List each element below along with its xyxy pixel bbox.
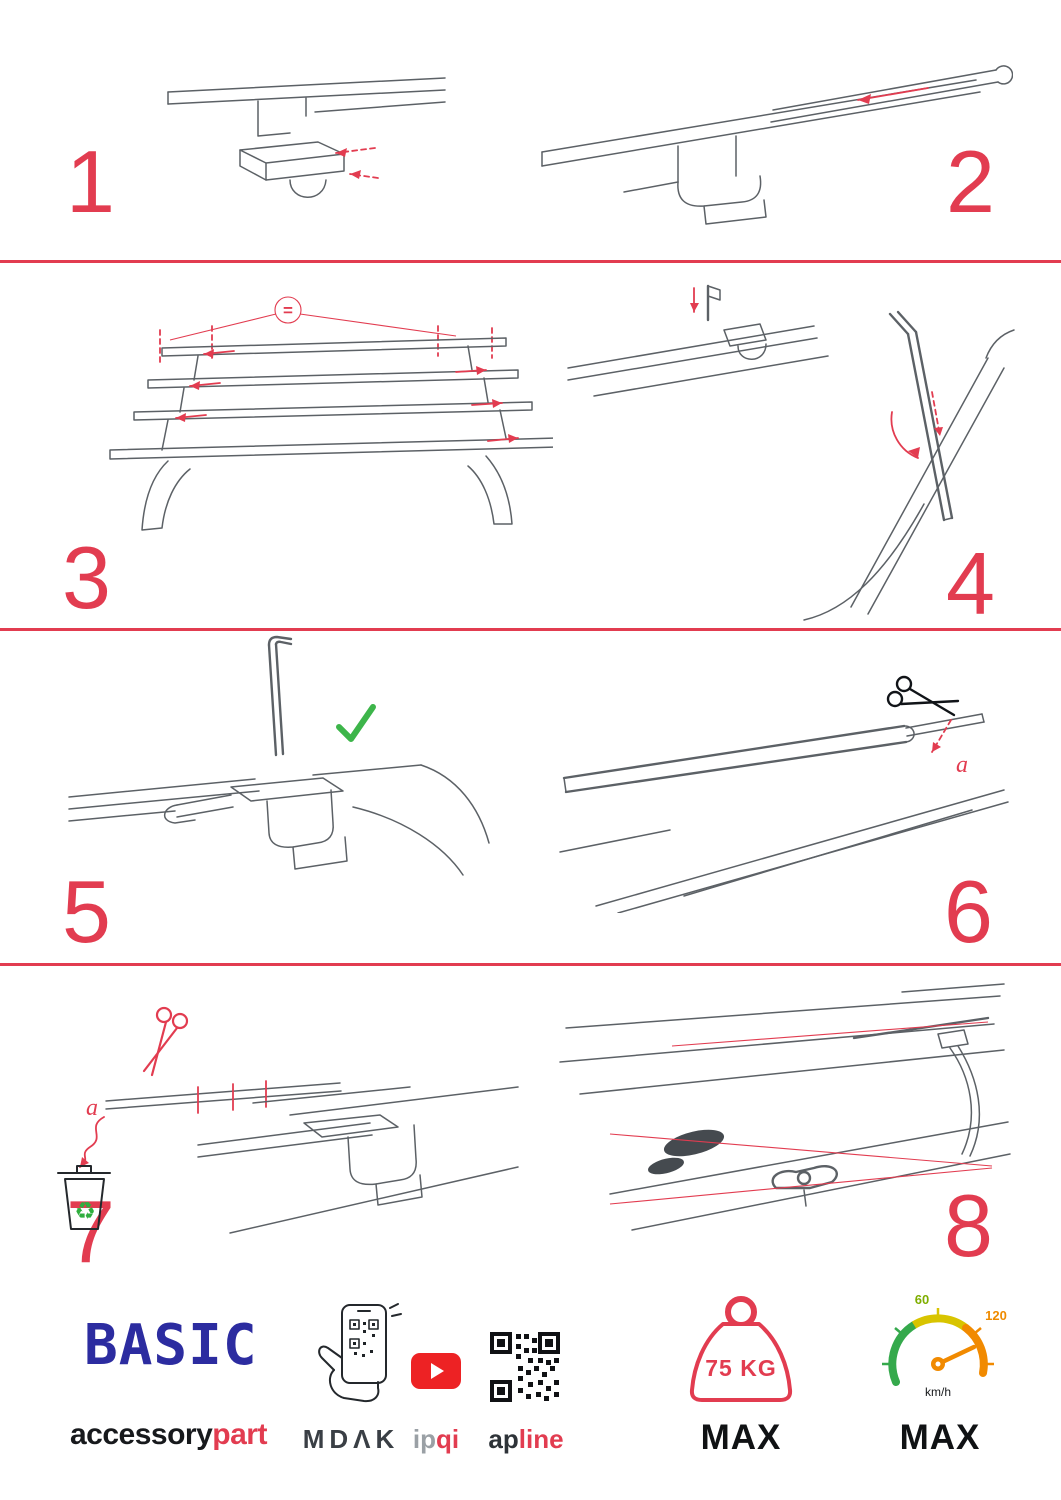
speed-low-label: 60 bbox=[915, 1292, 929, 1307]
brand-logo: accessorypart bbox=[70, 1420, 267, 1450]
product-name: BASIC bbox=[84, 1313, 258, 1378]
spacing-arrows-icon bbox=[175, 349, 519, 443]
step-2-number: 2 bbox=[946, 132, 995, 231]
speed-max-label: MAX bbox=[899, 1418, 981, 1457]
weight-limit-value: 75 KG bbox=[705, 1355, 776, 1381]
step1-illustration bbox=[167, 77, 446, 198]
section-divider bbox=[0, 628, 1061, 631]
step3-illustration: = bbox=[109, 296, 553, 531]
step-1-number: 1 bbox=[66, 132, 115, 231]
step5-illustration bbox=[68, 635, 490, 876]
step6-illustration: a bbox=[559, 675, 1009, 913]
alignment-lines-icon bbox=[609, 1133, 993, 1205]
step-7-number: 7 bbox=[66, 1182, 115, 1281]
qr-code-icon bbox=[490, 1332, 560, 1402]
step-4-number: 4 bbox=[946, 534, 995, 633]
checkmark-icon bbox=[336, 704, 376, 742]
step4-illustration bbox=[567, 284, 1015, 621]
step2-illustration bbox=[541, 65, 1013, 225]
brand-logo-left: accessory bbox=[70, 1418, 213, 1451]
weight-limit-icon: 75 KG bbox=[689, 1296, 793, 1402]
apline-left: ap bbox=[488, 1424, 519, 1454]
insert-down-arrow-icon bbox=[690, 287, 699, 313]
section-divider bbox=[0, 260, 1061, 263]
step7-illustration: a ♻ bbox=[57, 1006, 519, 1234]
brand-logo-right: part bbox=[212, 1418, 267, 1451]
slide-arrow-icon bbox=[857, 87, 929, 104]
trash-icon bbox=[57, 1165, 111, 1230]
scissors-icon bbox=[142, 1006, 189, 1077]
ipqi-left: ip bbox=[412, 1424, 436, 1454]
apline-right: line bbox=[518, 1424, 564, 1454]
weight-max-label: MAX bbox=[700, 1418, 782, 1457]
equals-badge: = bbox=[169, 296, 457, 341]
partner-apline-label: apline bbox=[480, 1426, 572, 1452]
step8-illustration bbox=[559, 983, 1011, 1231]
step-5-number: 5 bbox=[62, 862, 111, 961]
cut-point-label: a bbox=[956, 752, 968, 778]
insert-arrow-icon bbox=[335, 147, 379, 179]
speed-unit-label: km/h bbox=[925, 1385, 951, 1399]
cut-offcut-label: a bbox=[86, 1095, 98, 1121]
rotate-arrow-icon bbox=[890, 391, 943, 459]
step-6-number: 6 bbox=[944, 862, 993, 961]
partner-mdak-label: MDΛK bbox=[302, 1424, 400, 1454]
youtube-icon bbox=[411, 1353, 461, 1389]
equals-label: = bbox=[283, 301, 293, 320]
phone-qr-icon bbox=[318, 1303, 402, 1403]
recycle-icon: ♻ bbox=[74, 1197, 96, 1225]
scissors-icon bbox=[886, 675, 960, 717]
ipqi-right: qi bbox=[436, 1424, 460, 1454]
step-3-number: 3 bbox=[62, 528, 111, 627]
speed-high-label: 120 bbox=[985, 1308, 1007, 1323]
speedometer-icon: 60 120 km/h bbox=[882, 1292, 1007, 1399]
tightening-knob bbox=[771, 1165, 838, 1207]
step-8-number: 8 bbox=[944, 1176, 993, 1275]
partner-ipqi-label: ipqi bbox=[400, 1426, 472, 1452]
section-divider bbox=[0, 963, 1061, 966]
